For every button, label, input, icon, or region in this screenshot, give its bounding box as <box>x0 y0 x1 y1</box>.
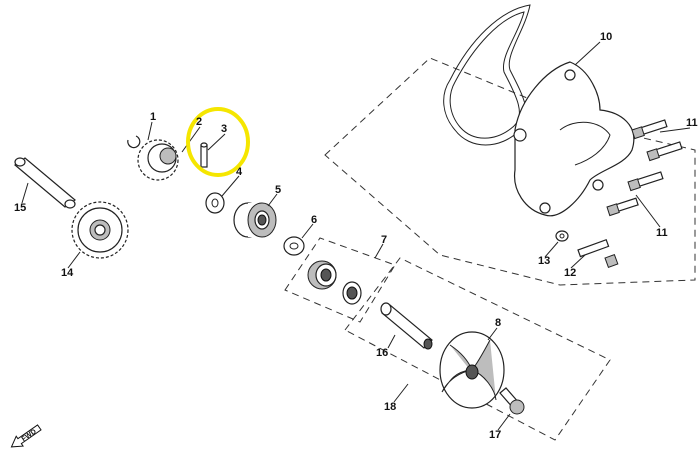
forward-arrow-icon: FWD <box>10 424 42 448</box>
callout-6: 6 <box>311 214 317 226</box>
callout-5: 5 <box>275 184 281 196</box>
callout-18: 18 <box>384 401 396 413</box>
pump-cover <box>513 61 635 217</box>
callout-17: 17 <box>489 429 501 441</box>
impeller-8 <box>439 331 505 409</box>
callout-1: 1 <box>150 111 156 123</box>
callout-8: 8 <box>495 317 501 329</box>
forward-label: FWD <box>21 428 38 443</box>
callout-11b: 11 <box>656 227 668 239</box>
washer-6 <box>283 236 305 256</box>
impeller-group-outline <box>344 257 611 441</box>
bolt-12 <box>577 238 610 258</box>
seal-group-outline <box>284 237 396 323</box>
callout-10: 10 <box>600 31 612 43</box>
bearing-5 <box>233 202 277 238</box>
leader-lines <box>21 41 691 431</box>
callout-13: 13 <box>538 255 550 267</box>
circlip-1 <box>127 135 141 149</box>
gear-2 <box>137 139 179 181</box>
seal-7 <box>307 260 362 305</box>
callout-15: 15 <box>14 202 26 214</box>
washer-13 <box>555 230 569 242</box>
shaft-15 <box>14 157 76 209</box>
highlight-circle <box>186 107 250 177</box>
bolt-11-set <box>606 119 683 217</box>
callout-3: 3 <box>221 123 227 135</box>
bolt-17 <box>499 387 525 415</box>
gasket <box>443 4 531 146</box>
gear-14 <box>71 201 129 259</box>
cover-assembly-outline <box>324 57 696 286</box>
washer-4 <box>205 192 225 214</box>
callout-4: 4 <box>236 166 243 178</box>
callout-7: 7 <box>381 234 387 246</box>
callout-14: 14 <box>61 267 74 279</box>
callout-16: 16 <box>376 347 388 359</box>
callout-2: 2 <box>196 116 202 128</box>
pin-3 <box>200 142 208 168</box>
callout-11a: 11 <box>686 117 698 129</box>
callout-12: 12 <box>564 267 576 279</box>
shaft-16 <box>380 302 433 350</box>
